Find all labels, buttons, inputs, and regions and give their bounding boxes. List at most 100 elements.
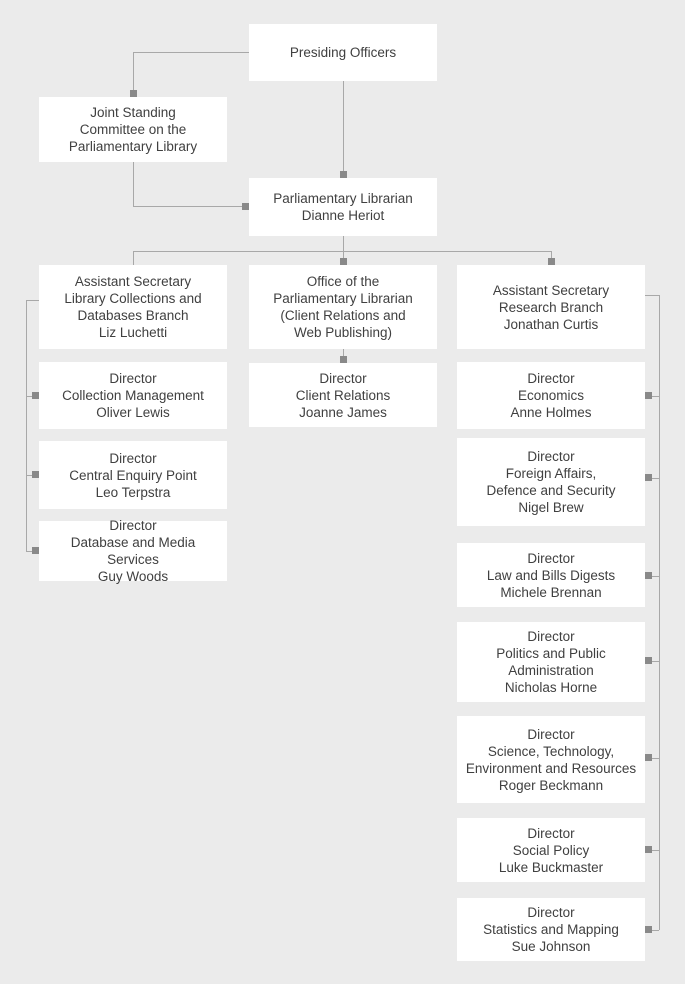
org-node-director-client-relations: Director Client Relations Joanne James <box>249 363 437 427</box>
connector-line <box>645 396 659 397</box>
connector-junction-marker <box>645 846 652 853</box>
connector-line <box>645 295 659 296</box>
node-text-line: Parliamentary Library <box>68 139 198 154</box>
node-text-line: Sue Johnson <box>511 939 591 954</box>
node-text-line: Joanne James <box>299 404 387 420</box>
connector-junction-marker <box>645 926 652 933</box>
node-text-line: Databases Branch <box>77 308 189 323</box>
connector-line <box>343 81 344 178</box>
org-node-director-science-technology-environment-resources: Director Science, Technology, Environmen… <box>457 716 645 803</box>
node-text-line: Office of the <box>306 274 380 289</box>
connector-line <box>645 930 659 931</box>
node-text-line: (Client Relations and <box>280 308 406 323</box>
connector-line <box>133 52 134 97</box>
node-text-line: Statistics and Mapping <box>483 922 619 937</box>
node-text-line: Library Collections and <box>64 291 202 306</box>
org-node-director-social-policy: Director Social Policy Luke Buckmaster <box>457 818 645 882</box>
node-text-line: Research Branch <box>498 299 604 315</box>
node-text-line: Director <box>109 518 157 533</box>
connector-line <box>133 251 134 265</box>
node-text-line: Client Relations <box>295 387 391 403</box>
org-node-assistant-secretary-library-collections: Assistant Secretary Library Collections … <box>39 265 227 349</box>
connector-line <box>133 251 552 252</box>
org-node-director-central-enquiry-point: Director Central Enquiry Point Leo Terps… <box>39 441 227 509</box>
connector-line <box>645 478 659 479</box>
connector-junction-marker <box>32 547 39 554</box>
connector-line <box>343 236 344 251</box>
node-text-line: Joint Standing <box>90 105 176 120</box>
node-text-line: Director <box>527 825 575 841</box>
org-node-joint-standing-committee: Joint Standing Committee on the Parliame… <box>39 97 227 162</box>
node-text-line: Science, Technology, <box>487 743 615 759</box>
node-text-line: Foreign Affairs, <box>505 466 597 481</box>
node-text-line: Law and Bills Digests <box>486 567 616 583</box>
org-node-presiding-officers: Presiding Officers <box>249 24 437 81</box>
node-text-line: Presiding Officers <box>289 45 397 60</box>
node-text-line: Liz Luchetti <box>98 325 168 340</box>
org-node-director-statistics-and-mapping: Director Statistics and Mapping Sue John… <box>457 898 645 961</box>
node-text-line: Web Publishing) <box>293 325 393 340</box>
node-text-line: Parliamentary Librarian <box>273 191 413 206</box>
node-text-line: Roger Beckmann <box>498 777 604 793</box>
node-text-line: Director <box>109 371 157 386</box>
connector-line <box>659 295 660 930</box>
connector-junction-marker <box>32 471 39 478</box>
node-text-line: Social Policy <box>512 842 590 858</box>
connector-line <box>133 52 249 53</box>
node-text-line: Parliamentary Librarian <box>273 291 413 306</box>
connector-line <box>26 300 39 301</box>
connector-line <box>645 850 659 851</box>
node-text-line: Director <box>527 905 575 920</box>
org-node-director-database-and-media-services: Director Database and Media Services Guy… <box>39 518 227 584</box>
node-text-line: Jonathan Curtis <box>503 316 599 332</box>
connector-junction-marker <box>340 171 347 178</box>
node-text-line: Director <box>527 371 575 386</box>
connector-junction-marker <box>32 392 39 399</box>
node-text-line: Nicholas Horne <box>504 680 598 695</box>
node-text-line: Anne Holmes <box>510 405 592 420</box>
connector-junction-marker <box>548 258 555 265</box>
node-text-line: Collection Management <box>62 388 204 403</box>
org-node-office-of-the-parliamentary-librarian: Office of the Parliamentary Librarian (C… <box>249 265 437 349</box>
node-text-line: Nigel Brew <box>518 500 584 515</box>
connector-junction-marker <box>242 203 249 210</box>
node-text-line: Director <box>527 550 575 566</box>
connector-junction-marker <box>130 90 137 97</box>
node-text-line: Director <box>527 726 575 742</box>
org-node-director-foreign-affairs-defence-security: Director Foreign Affairs, Defence and Se… <box>457 438 645 526</box>
connector-junction-marker <box>645 392 652 399</box>
node-text-line: Dianne Heriot <box>301 208 385 223</box>
node-text-line: Director <box>319 370 367 386</box>
node-text-line: Leo Terpstra <box>95 484 171 500</box>
org-node-parliamentary-librarian: Parliamentary Librarian Dianne Heriot <box>249 178 437 236</box>
node-text-line: Guy Woods <box>97 569 169 584</box>
node-text-line: Environment and Resources <box>465 760 637 776</box>
org-node-assistant-secretary-research-branch: Assistant Secretary Research Branch Jona… <box>457 265 645 349</box>
connector-junction-marker <box>645 474 652 481</box>
node-text-line: Director <box>109 450 157 466</box>
connector-junction-marker <box>645 754 652 761</box>
connector-line <box>645 576 659 577</box>
node-text-line: Politics and Public <box>496 646 606 661</box>
org-node-director-law-and-bills-digests: Director Law and Bills Digests Michele B… <box>457 543 645 607</box>
node-text-line: Committee on the <box>79 122 187 137</box>
org-node-director-economics: Director Economics Anne Holmes <box>457 362 645 429</box>
node-text-line: Database and Media Services <box>70 535 196 567</box>
node-text-line: Director <box>527 629 575 644</box>
node-text-line: Michele Brennan <box>500 584 602 600</box>
node-text-line: Defence and Security <box>486 483 616 498</box>
connector-junction-marker <box>340 356 347 363</box>
org-node-director-collection-management: Director Collection Management Oliver Le… <box>39 362 227 429</box>
node-text-line: Assistant Secretary <box>492 282 610 298</box>
connector-line <box>133 206 249 207</box>
node-text-line: Luke Buckmaster <box>498 859 604 875</box>
connector-junction-marker <box>340 258 347 265</box>
connector-line <box>645 661 659 662</box>
node-text-line: Administration <box>508 663 594 678</box>
node-text-line: Oliver Lewis <box>96 405 170 420</box>
connector-line <box>133 162 134 207</box>
node-text-line: Economics <box>517 388 585 403</box>
node-text-line: Assistant Secretary <box>74 274 192 289</box>
connector-junction-marker <box>645 572 652 579</box>
